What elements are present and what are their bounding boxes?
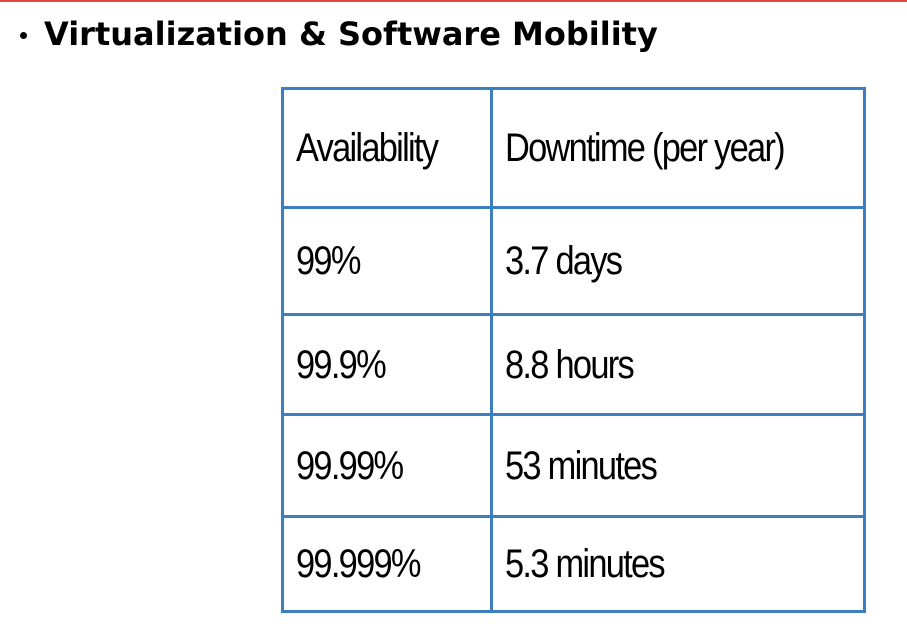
downtime-cell: 53 minutes — [490, 413, 866, 518]
table-header-row: Availability Downtime (per year) — [281, 87, 866, 209]
table-row: 99% 3.7 days — [281, 206, 866, 316]
header-downtime: Downtime (per year) — [490, 87, 866, 209]
availability-cell: 99.9% — [281, 313, 493, 416]
availability-cell: 99% — [281, 206, 493, 316]
downtime-cell: 8.8 hours — [490, 313, 866, 416]
bullet-icon — [20, 31, 27, 39]
downtime-cell: 3.7 days — [490, 206, 866, 316]
table-row: 99.9% 8.8 hours — [281, 313, 866, 416]
slide-heading: Virtualization & Software Mobility — [20, 15, 658, 53]
slide-heading-text: Virtualization & Software Mobility — [44, 15, 658, 53]
availability-cell: 99.99% — [281, 413, 493, 518]
header-availability: Availability — [281, 87, 493, 209]
top-accent-rule — [0, 0, 907, 2]
availability-table: Availability Downtime (per year) 99% 3.7… — [281, 87, 866, 613]
downtime-cell: 5.3 minutes — [490, 515, 866, 613]
table-row: 99.999% 5.3 minutes — [281, 515, 866, 613]
table-row: 99.99% 53 minutes — [281, 413, 866, 518]
availability-cell: 99.999% — [281, 515, 493, 613]
